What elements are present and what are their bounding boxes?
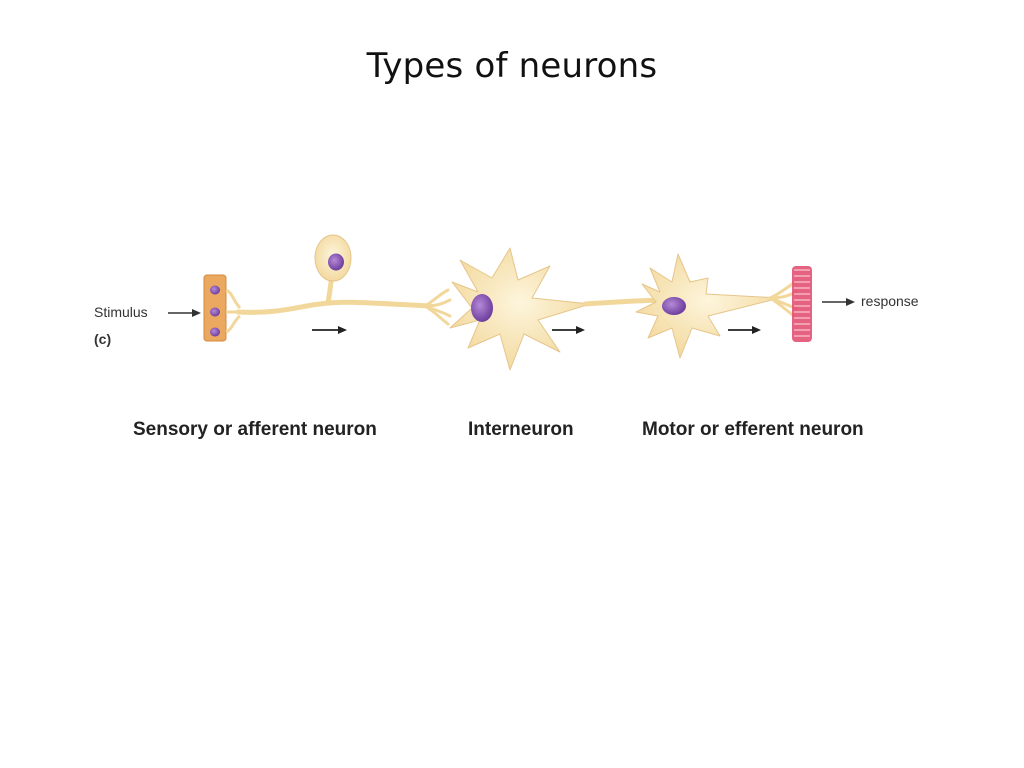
- stimulus-label: Stimulus: [94, 304, 148, 320]
- motor-neuron: [635, 253, 798, 359]
- panel-label: (c): [94, 331, 112, 347]
- caption-interneuron: Interneuron: [468, 419, 574, 440]
- caption-sensory-neuron: Sensory or afferent neuron: [133, 419, 377, 440]
- caption-motor-neuron: Motor or efferent neuron: [642, 419, 864, 440]
- sensory-receptor: [203, 274, 242, 342]
- response-arrow: [822, 298, 855, 306]
- neuron-pathway-diagram: Stimulus (c) response: [80, 220, 960, 400]
- neuron-pathway-svg: [168, 234, 855, 371]
- sensory-neuron: [235, 234, 452, 326]
- flow-arrow-2: [552, 326, 585, 334]
- slide-title: Types of neurons: [366, 46, 658, 86]
- flow-arrow-1: [312, 326, 347, 334]
- stimulus-arrow: [168, 309, 201, 317]
- response-label: response: [861, 293, 919, 309]
- flow-arrow-3: [728, 326, 761, 334]
- muscle-effector: [792, 266, 812, 342]
